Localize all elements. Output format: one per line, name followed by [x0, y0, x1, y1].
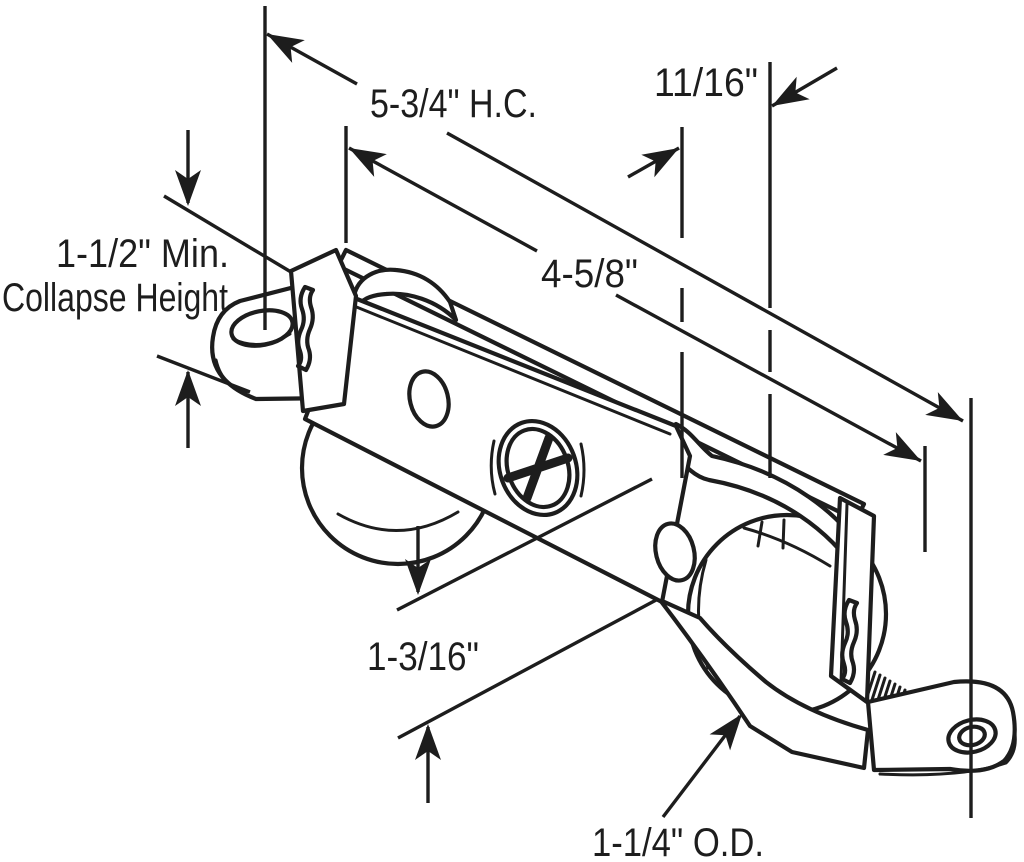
arrowhead-up-left-icon: [267, 34, 305, 63]
front-plate-oval-hole-left: [407, 369, 451, 429]
lower-support-arm: [657, 597, 871, 771]
right-end-cap: [828, 495, 877, 705]
dim-roller-outer-diameter: 1-1/4" O.D.: [592, 714, 764, 862]
arrowhead-up-icon: [415, 724, 441, 760]
arrowhead-down-right-icon: [925, 392, 963, 421]
dim-edge-offset: 11/16": [627, 61, 838, 478]
dim-housing-length: 4-5/8": [344, 126, 927, 552]
dim-roller-projection-label: 1-3/16": [367, 635, 479, 679]
arrowhead-down-icon: [175, 170, 201, 206]
roller-assembly-art: [210, 247, 1017, 777]
reference-line-bottom: [397, 597, 659, 740]
arrowhead-up-left-icon: [349, 148, 387, 177]
dim-min-collapse-height: 1-1/2" Min. Collapse Height: [2, 130, 292, 448]
dim-hole-centers-label: 5-3/4" H.C.: [370, 82, 537, 126]
dimension-line: [348, 146, 922, 463]
arrowhead-up-right-icon: [641, 148, 679, 178]
dim-housing-length-label: 4-5/8": [541, 252, 638, 296]
housing-front-plate: [302, 294, 697, 605]
left-roller-back-rim: [351, 267, 459, 323]
dim-hole-centers: 5-3/4" H.C.: [263, 6, 973, 818]
arrowhead-down-icon: [405, 559, 431, 595]
phillips-cross-icon: [503, 433, 573, 503]
dim-min-collapse-label-line2: Collapse Height: [2, 276, 228, 320]
dim-roller-outer-diameter-label: 1-1/4" O.D.: [592, 821, 764, 862]
left-bracket-stamped-slot: [295, 284, 316, 373]
dim-roller-projection: 1-3/16": [367, 477, 659, 803]
screw-countersink-arcs: [489, 439, 586, 498]
right-roller-tread-marks: [756, 518, 786, 550]
arrowhead-down-left-icon: [772, 76, 810, 106]
arrowhead-up-icon: [175, 370, 201, 406]
front-plate-oval-hole-right: [653, 521, 697, 583]
reference-line-bottom: [156, 354, 251, 394]
arrowhead-down-right-icon: [883, 432, 921, 461]
front-plate-top-edge: [352, 304, 672, 436]
reference-line-top: [163, 194, 292, 274]
phillips-screw: [489, 418, 586, 518]
right-tab-thickness-edge: [878, 732, 1017, 777]
dim-edge-offset-label: 11/16": [654, 61, 758, 105]
right-roller-crown-line: [742, 526, 832, 568]
reference-line-top: [396, 477, 653, 612]
dim-min-collapse-label-line1: 1-1/2" Min.: [56, 232, 229, 276]
left-tab-hole-depth-arc: [231, 332, 292, 346]
right-mounting-tab: [865, 679, 1017, 777]
left-roller-rim-groove: [336, 510, 460, 532]
arrowhead-up-right-icon: [709, 714, 742, 751]
left-end-bracket: [288, 247, 359, 414]
right-cap-stamped-slot: [839, 597, 860, 686]
